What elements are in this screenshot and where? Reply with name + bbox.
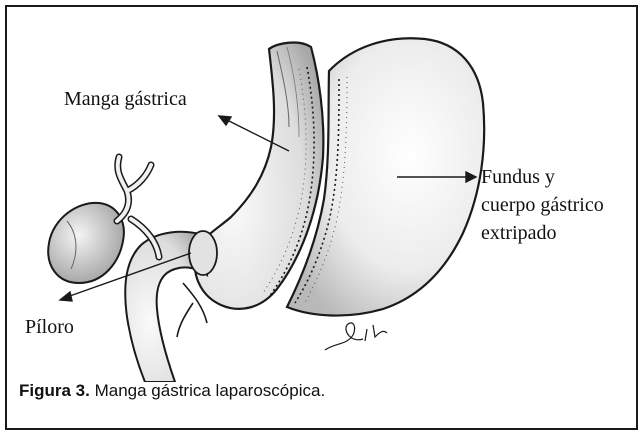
label-fundus-line3: extripado	[481, 219, 557, 247]
label-pylorus: Píloro	[25, 313, 74, 341]
signature	[325, 323, 387, 350]
label-fundus-line2: cuerpo gástrico	[481, 191, 604, 219]
figure-frame: Manga gástrica Fundus y cuerpo gástrico …	[5, 5, 638, 430]
label-sleeve: Manga gástrica	[64, 85, 187, 113]
label-fundus-line1: Fundus y	[481, 163, 555, 191]
gallbladder	[48, 203, 124, 283]
caption-text: Manga gástrica laparoscópica.	[95, 381, 326, 400]
figure-caption: Figura 3. Manga gástrica laparoscópica.	[19, 381, 325, 401]
caption-label: Figura 3.	[19, 381, 90, 400]
